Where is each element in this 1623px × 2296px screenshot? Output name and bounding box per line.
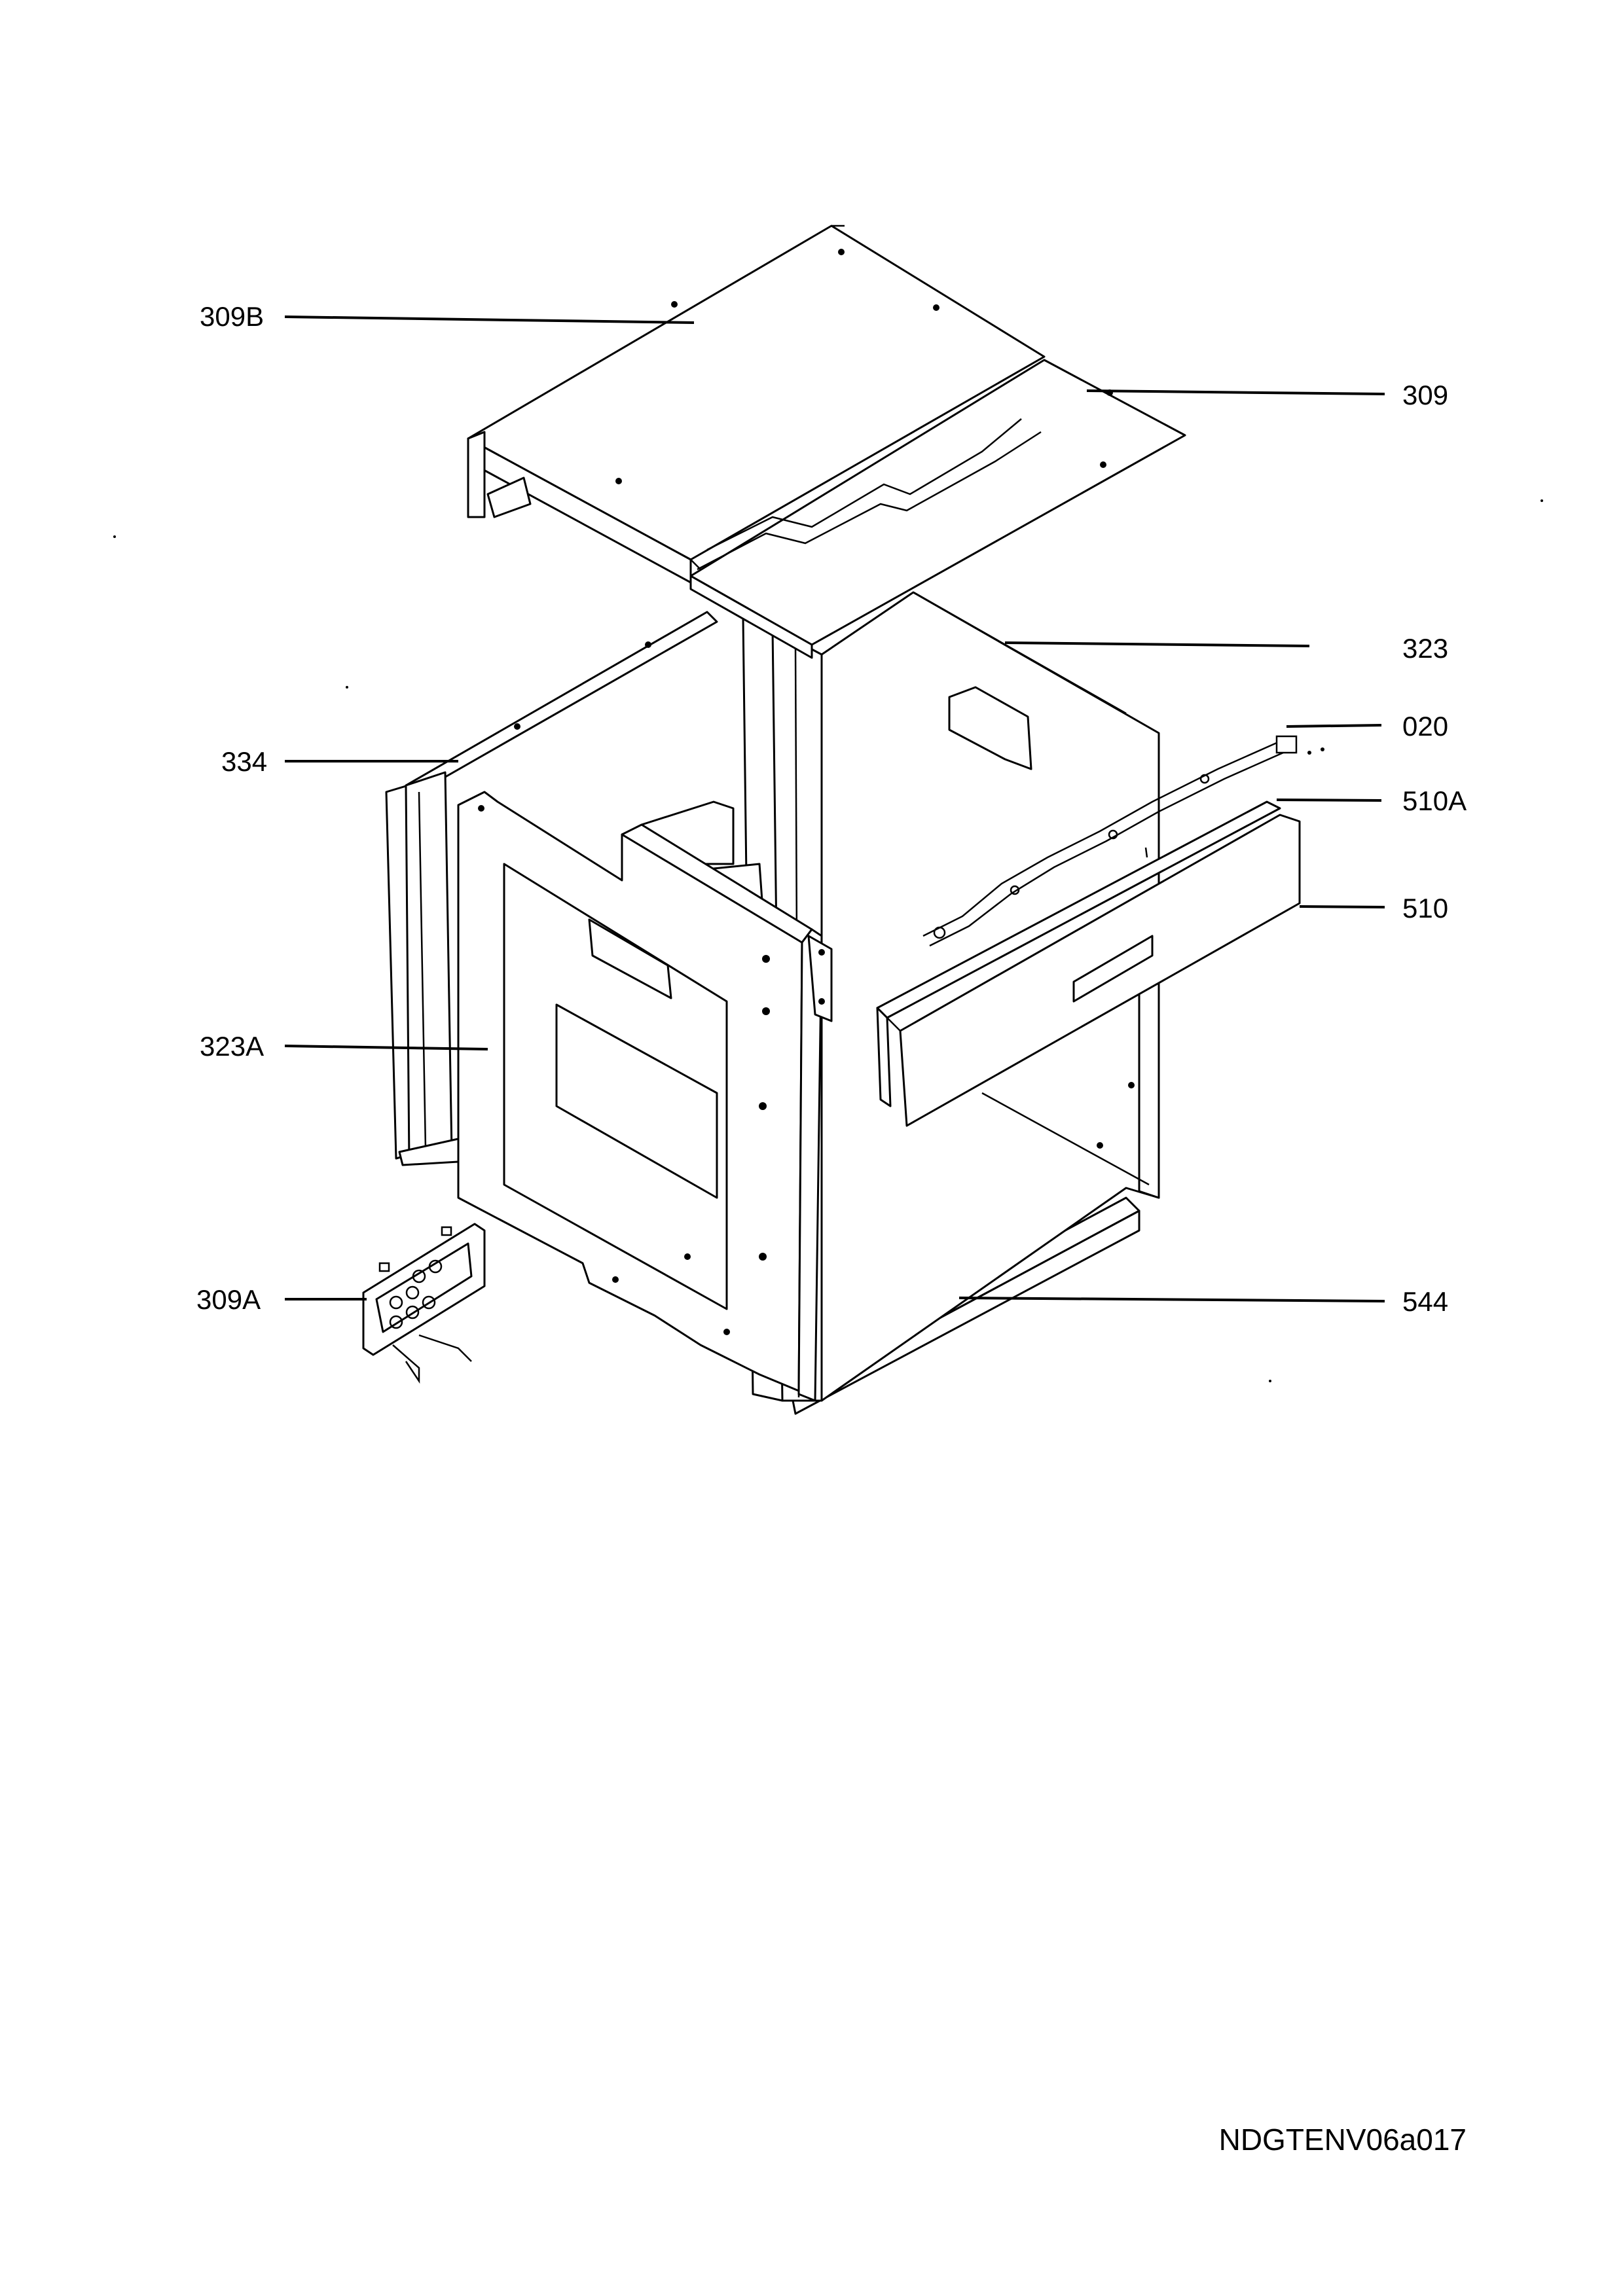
top-panel-309 (689, 359, 1186, 659)
leader-544 (958, 1297, 1385, 1302)
part-labels: 309B 309 323 020 510A 334 510 323A 309A … (196, 301, 1467, 1317)
label-323: 323 (1402, 633, 1448, 664)
label-334: 334 (221, 746, 267, 777)
label-309B: 309B (200, 301, 264, 332)
label-309: 309 (1402, 380, 1448, 410)
label-510: 510 (1402, 893, 1448, 924)
drawing-reference-code: NDGTENV06a017 (1219, 2123, 1467, 2157)
control-panel-510A (876, 800, 1281, 1107)
label-544: 544 (1402, 1286, 1448, 1317)
label-510A: 510A (1402, 785, 1467, 816)
top-panel-309B (467, 224, 1046, 584)
leader-lines (284, 315, 1385, 1302)
wire-harness-020 (922, 735, 1324, 947)
bracket-309A (362, 1223, 486, 1384)
left-side-panel-323A (457, 791, 833, 1402)
leader-309B (284, 315, 695, 324)
label-020: 020 (1402, 711, 1448, 742)
leader-323 (1004, 641, 1310, 647)
front-panel-510 (886, 814, 1301, 1127)
leader-323A (284, 1045, 488, 1050)
left-rear-panel-334 (385, 611, 718, 1166)
leader-510 (1299, 905, 1385, 908)
leader-020 (1286, 724, 1382, 728)
label-323A: 323A (200, 1031, 264, 1062)
leader-309 (1086, 389, 1385, 395)
label-309A: 309A (196, 1284, 261, 1315)
